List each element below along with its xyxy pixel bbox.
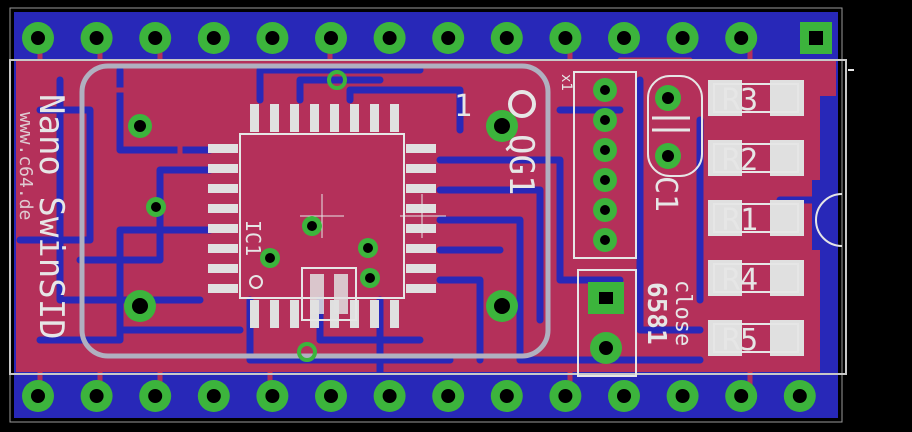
ic-pin [370,300,379,328]
ic-pin [370,104,379,132]
ic-pin [350,300,359,328]
resistor-label: R4 [722,263,758,298]
board-url: www.c64.de [15,112,36,220]
ic-pin [270,300,279,328]
module-silkscreen-outline [9,59,847,375]
ic-pin [406,204,436,213]
ic-pin [406,284,436,293]
ic-pin [208,284,238,293]
resistor-label: R1 [722,203,758,238]
jumper-chip-label: 6581 [641,282,671,345]
ic-pin [208,224,238,233]
jumper-6581 [577,269,637,377]
ic-pin [406,264,436,273]
header-x1-label: x1 [558,74,574,91]
traces [16,66,816,384]
ic-pin [406,244,436,253]
crystal-qg1 [124,90,536,322]
vias [128,70,380,362]
resistor: R1 [708,200,804,238]
ic-pin [290,104,299,132]
top-pin-row [800,22,832,54]
ic-pin [208,204,238,213]
board-notch [815,193,843,247]
capacitor-c1-label: C1 [648,176,683,212]
ic-pin [406,224,436,233]
resistor-label: R3 [722,83,758,118]
resistor: R2 [708,140,804,178]
ic-pin [208,264,238,273]
board-title: Nano SwinSID [31,94,71,340]
smd-cap [301,267,357,321]
ic-pin [406,164,436,173]
ic-pin [290,300,299,328]
ic-pin [310,104,319,132]
pin1-marker: 1 [454,89,472,124]
capacitor-c1 [647,75,703,177]
ic-pin [350,104,359,132]
ic-pin [250,300,259,328]
ic-pin [330,104,339,132]
ic-pin [390,300,399,328]
ic-pin [208,164,238,173]
jumper-close-label: close [670,280,695,346]
bottom-pin-row [22,380,816,412]
ic-pin [208,184,238,193]
ic1-label: IC1 [241,220,265,256]
top-pin-row-round [22,22,758,54]
ic-pin [390,104,399,132]
ic-pin [250,104,259,132]
resistor: R3 [708,80,804,118]
header-x1 [573,71,637,259]
resistor: R4 [708,260,804,298]
ic-pin [406,184,436,193]
resistor: R5 [708,320,804,358]
ic-pin [208,144,238,153]
crystal-label: QG1 [501,134,541,195]
ic-pin [406,144,436,153]
ic-pin [270,104,279,132]
ic-pin [208,244,238,253]
resistor-label: R5 [722,323,758,358]
resistor-label: R2 [722,143,758,178]
ic1-chip [208,104,446,328]
